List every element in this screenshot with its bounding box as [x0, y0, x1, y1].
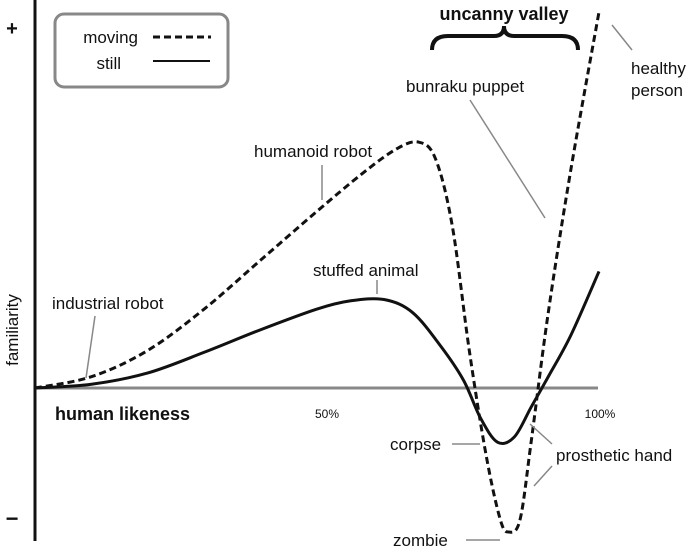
annotation-healthy-person-1: healthy: [631, 59, 686, 78]
legend-still-label: still: [96, 54, 121, 73]
y-minus-label: −: [6, 506, 19, 531]
annotation-zombie: zombie: [393, 531, 448, 550]
leader-lines: [85, 24, 633, 541]
x-tick-100: 100%: [585, 407, 616, 421]
legend-moving-label: moving: [83, 28, 138, 47]
annotation-industrial-robot: industrial robot: [52, 294, 164, 313]
series-moving-line: [34, 11, 601, 534]
y-axis-label: familiarity: [3, 294, 22, 366]
annotation-healthy-person-2: person: [631, 81, 683, 100]
annotation-humanoid-robot: humanoid robot: [254, 142, 372, 161]
legend: moving still: [53, 12, 230, 89]
series-still-line: [34, 270, 601, 445]
x-tick-50: 50%: [315, 407, 339, 421]
x-axis-label: human likeness: [55, 404, 190, 424]
annotation-corpse: corpse: [390, 435, 441, 454]
y-plus-label: +: [6, 18, 18, 40]
uncanny-valley-brace: [430, 25, 580, 51]
annotation-bunraku-puppet: bunraku puppet: [406, 77, 524, 96]
annotation-prosthetic-hand: prosthetic hand: [556, 446, 672, 465]
chart-title: uncanny valley: [439, 4, 568, 24]
annotation-stuffed-animal: stuffed animal: [313, 261, 419, 280]
